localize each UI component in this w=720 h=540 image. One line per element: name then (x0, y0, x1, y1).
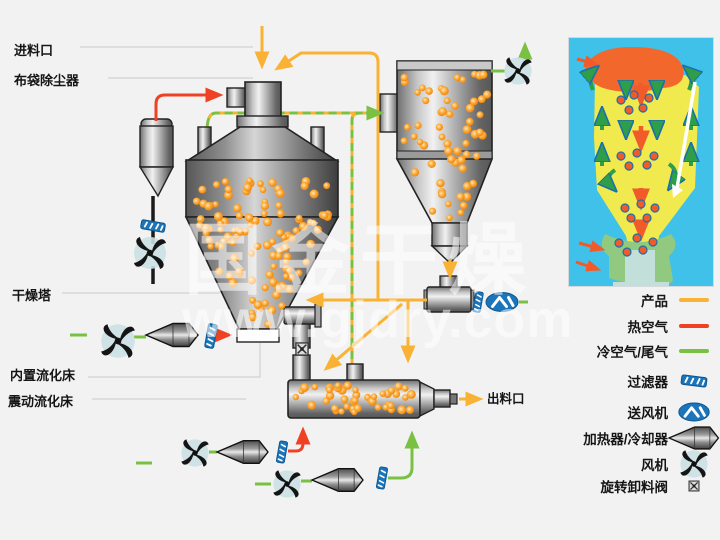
blower-icon (677, 401, 711, 423)
filter-icon (679, 373, 709, 389)
filter-icon (139, 218, 167, 234)
hot-air-lines (154, 87, 311, 453)
legend-item-filter: 过滤器 (552, 370, 720, 392)
bed-chimney-left (292, 354, 311, 383)
label-discharge-outlet: 出料口 (487, 392, 525, 406)
fan-icon (134, 237, 166, 269)
blower-icon (484, 291, 520, 313)
rotary-valve-icon (295, 342, 309, 356)
cold-air-line-swatch (679, 349, 709, 353)
fan-icon (101, 324, 135, 358)
heater-icon (216, 440, 269, 464)
label-feed-inlet: 进料口 (14, 43, 54, 58)
label-drying-tower: 干燥塔 (12, 288, 52, 303)
legend: 产品 热空气 冷空气/尾气 过滤器 送风机 加热器/冷却器 风机 旋转卸料阀 (552, 285, 720, 505)
filter-icon (375, 465, 389, 491)
label-leader-lines (62, 46, 261, 400)
label-vibrating-fluidized-bed: 震动流化床 (8, 394, 74, 409)
fan-icon (181, 439, 208, 466)
heater-icon (311, 468, 364, 492)
legend-item-heater-cooler: 加热器/冷却器 (552, 426, 720, 450)
process-inset-image (568, 37, 714, 287)
inset-discharge-foot (613, 282, 669, 286)
rotary-discharge-valve (423, 275, 475, 313)
inset-hot-air-blob (585, 46, 684, 92)
legend-item-cold-air: 冷空气/尾气 (552, 340, 720, 362)
tower-discharge-pipe (283, 303, 322, 349)
rotary-valve-icon (688, 480, 700, 492)
product-line-swatch (679, 298, 709, 302)
legend-item-rotary-valve: 旋转卸料阀 (552, 475, 720, 497)
inset-droplets (614, 90, 660, 257)
label-bag-dust-collector: 布袋除尘器 (14, 73, 80, 88)
fan-icon (504, 57, 531, 84)
heater-icon (145, 322, 199, 348)
internal-fluidized-bed-box (236, 328, 280, 343)
label-internal-fluidized-bed: 内置流化床 (10, 368, 76, 383)
hot-air-line-swatch (679, 324, 709, 328)
cold-air-lines (70, 41, 533, 486)
fan-icon (273, 470, 300, 497)
legend-item-fan: 风机 (552, 453, 720, 475)
bed-chimney-right (346, 363, 364, 382)
filter-icon (203, 322, 219, 350)
filter-icon (275, 439, 289, 465)
inset-feed-lance (672, 81, 697, 198)
inset-discharge-column (625, 250, 655, 284)
product-lines (254, 26, 484, 407)
cyclone-separator (379, 60, 494, 264)
legend-item-hot-air: 热空气 (552, 315, 720, 337)
legend-item-blower: 送风机 (552, 401, 720, 423)
legend-item-product: 产品 (552, 289, 720, 311)
product-particles (192, 70, 492, 416)
